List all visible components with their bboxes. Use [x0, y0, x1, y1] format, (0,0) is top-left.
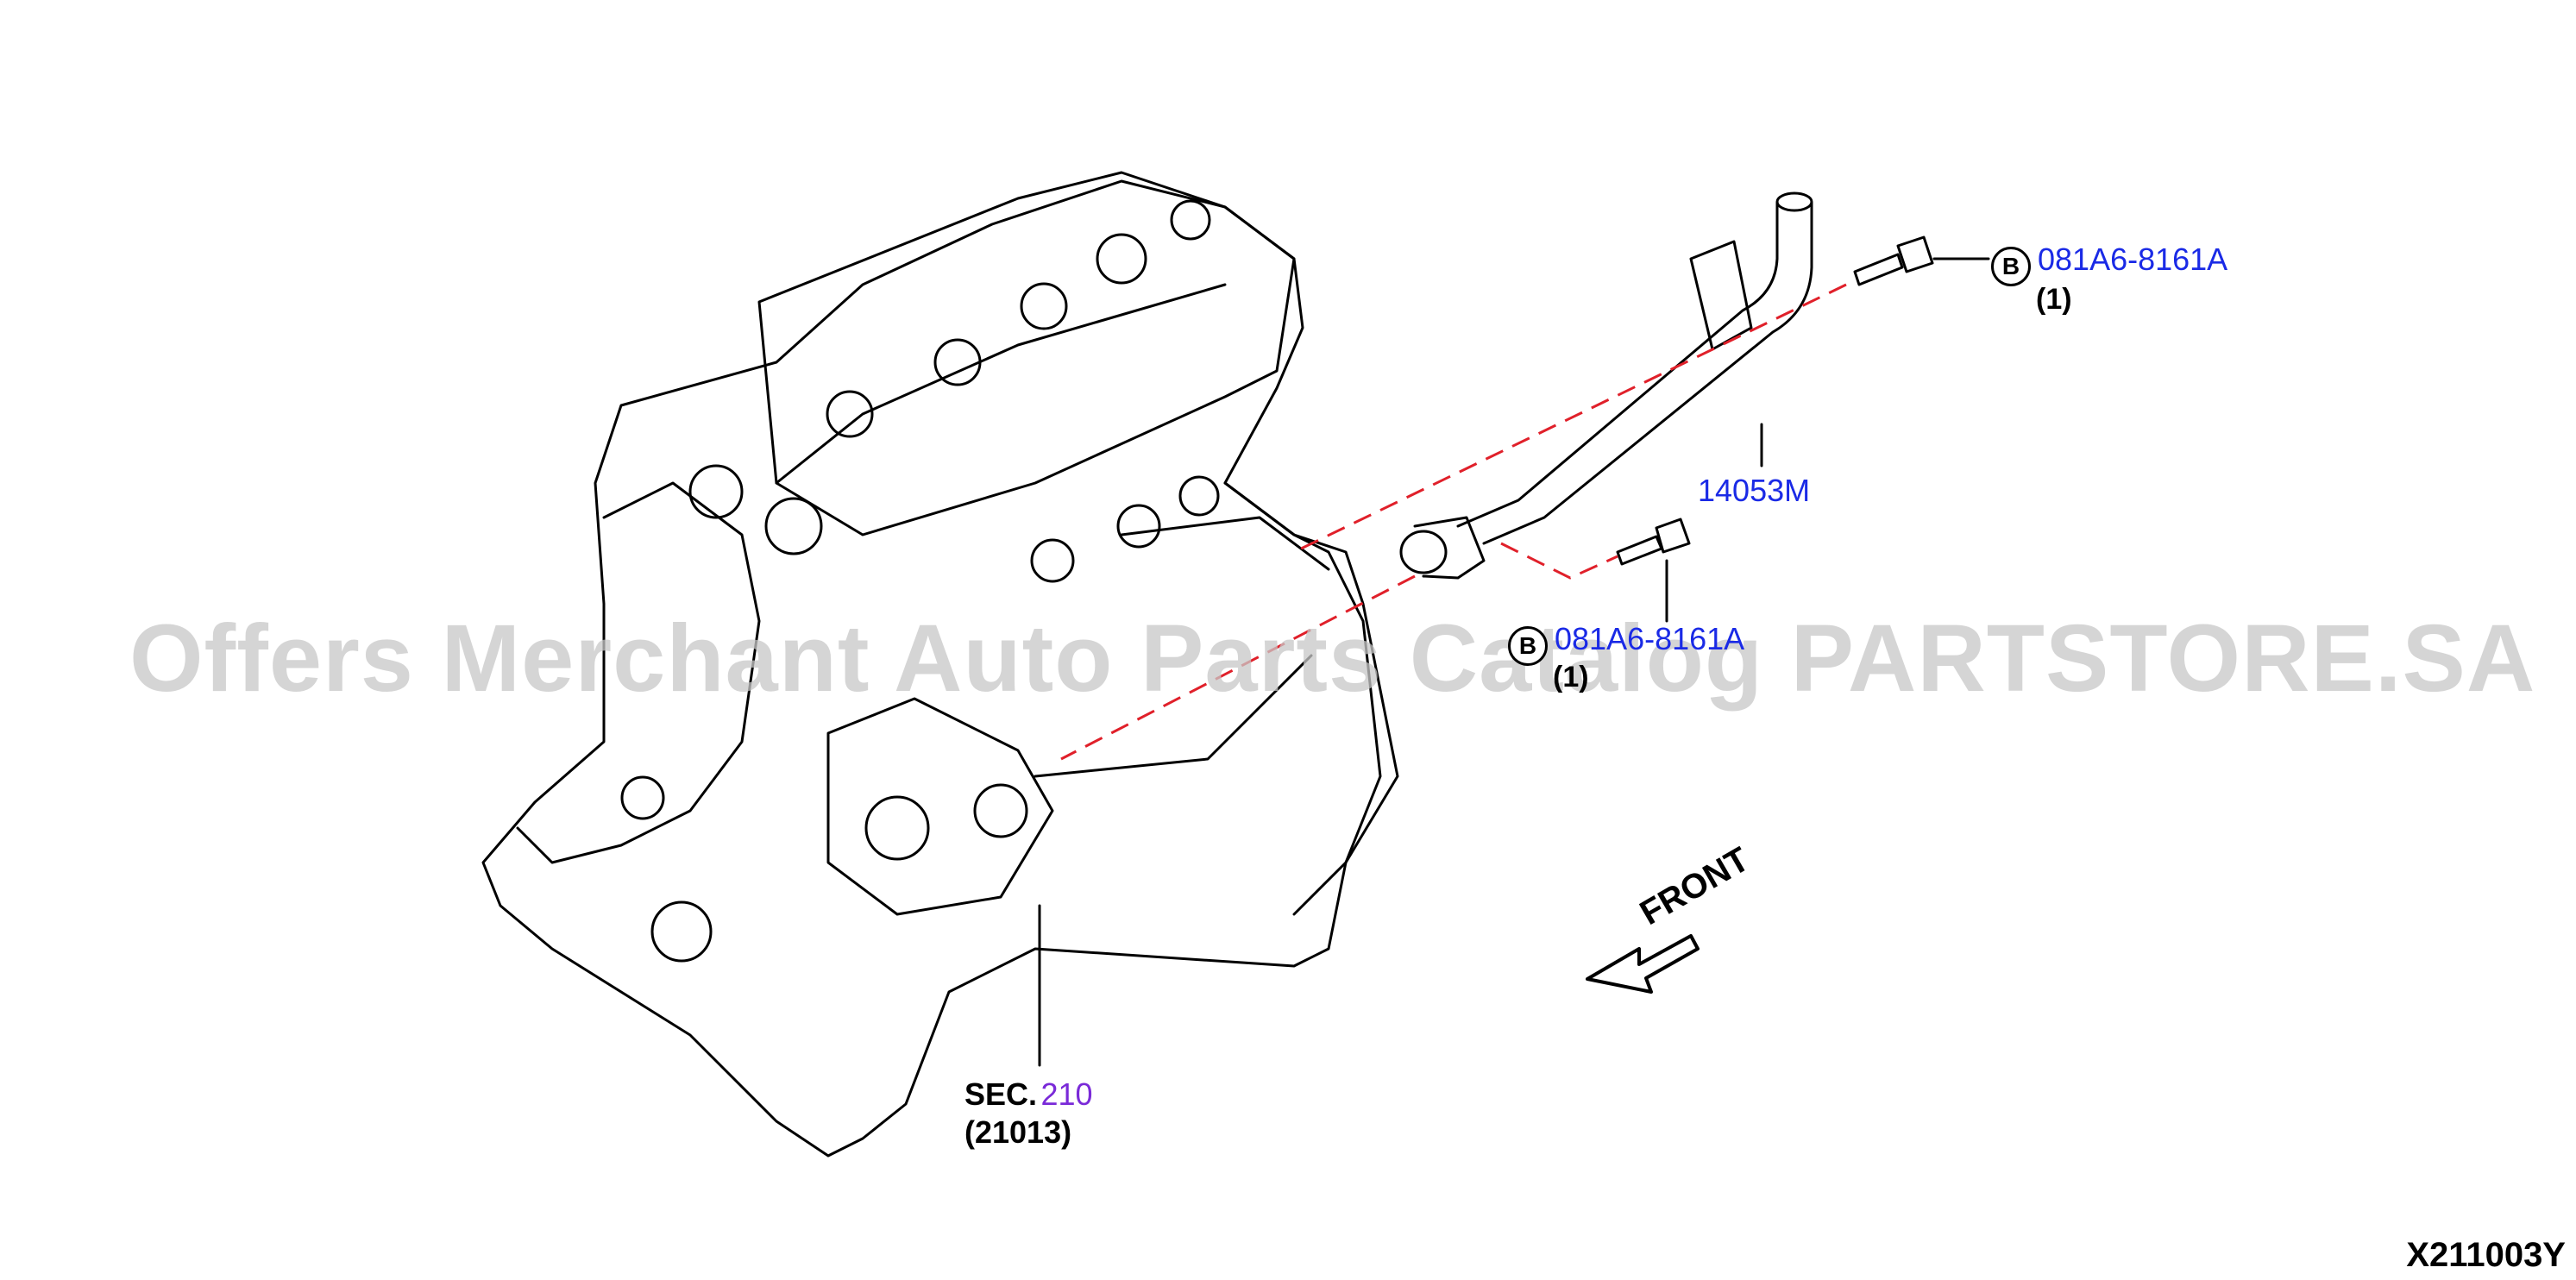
- diagram-code: X211003Y: [2406, 1236, 2566, 1274]
- qty-bolt-lower: (1): [1553, 661, 1589, 693]
- section-sub-number: (21013): [964, 1114, 1072, 1150]
- water-pipe-drawing: [1399, 191, 1813, 580]
- front-arrow-icon: [1586, 934, 1700, 994]
- alignment-lines: [1060, 283, 1847, 761]
- b-badge-icon: B: [1991, 246, 2031, 286]
- section-prefix: SEC.: [964, 1076, 1038, 1112]
- b-badge-icon: B: [1508, 625, 1548, 666]
- bolt-lower-drawing: [1616, 518, 1691, 566]
- engine-block-drawing: [481, 171, 1399, 1158]
- section-reference: SEC. 210: [964, 1076, 1093, 1113]
- part-link-081A6-8161A-lower[interactable]: 081A6-8161A: [1555, 621, 1745, 656]
- qty-bolt-upper: (1): [2036, 283, 2072, 316]
- part-link-14053M[interactable]: 14053M: [1698, 473, 1811, 508]
- part-link-081A6-8161A-upper[interactable]: 081A6-8161A: [2038, 242, 2228, 277]
- bolt-upper-drawing: [1853, 235, 1934, 286]
- section-link-210[interactable]: 210: [1040, 1076, 1093, 1112]
